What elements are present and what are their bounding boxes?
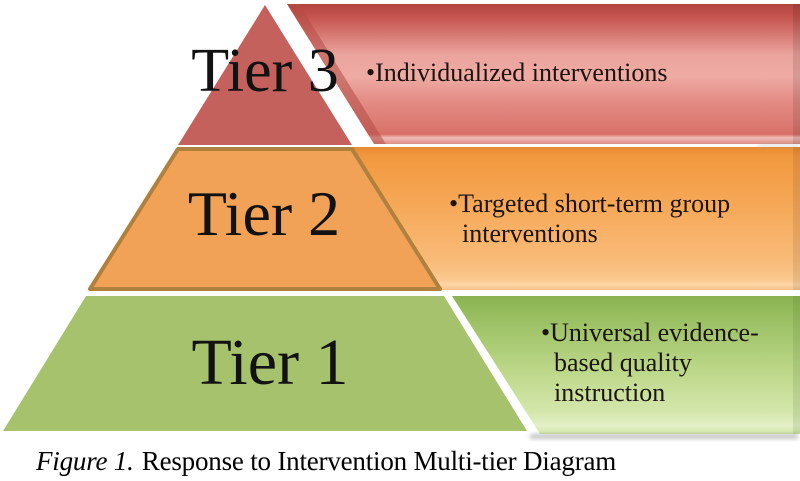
tier3-banner-shape <box>287 4 800 144</box>
tier2-banner-right-bevel <box>793 147 800 290</box>
tier3-pyramid-triangle <box>178 5 352 145</box>
tier1-label: Tier 1 <box>191 326 349 399</box>
figure-caption: Figure 1.Response to Intervention Multi-… <box>36 446 616 477</box>
tier3-banner-right-bevel <box>793 4 800 144</box>
tier2-description: •Targeted short-term group interventions <box>449 189 731 249</box>
figure-caption-title: Response to Intervention Multi-tier Diag… <box>141 446 617 476</box>
tier3-banner-shadow <box>758 144 800 147</box>
tier1-pyramid-trapezoid <box>3 296 527 431</box>
tier3-description: •Individualized interventions <box>366 58 668 87</box>
figure-caption-label: Figure 1. <box>36 446 134 476</box>
tier1-banner-shape <box>452 296 800 434</box>
tier2-pyramid-trapezoid <box>88 147 442 291</box>
tier1-banner-right-bevel <box>793 296 800 434</box>
tier3-label: Tier 3 <box>191 37 339 105</box>
tier1-description: •Universal evidence-based quality instru… <box>541 318 759 408</box>
tier2-label: Tier 2 <box>187 178 341 249</box>
tier1-banner-shadow <box>530 434 798 439</box>
tier3-banner-left-bevel <box>287 4 386 144</box>
